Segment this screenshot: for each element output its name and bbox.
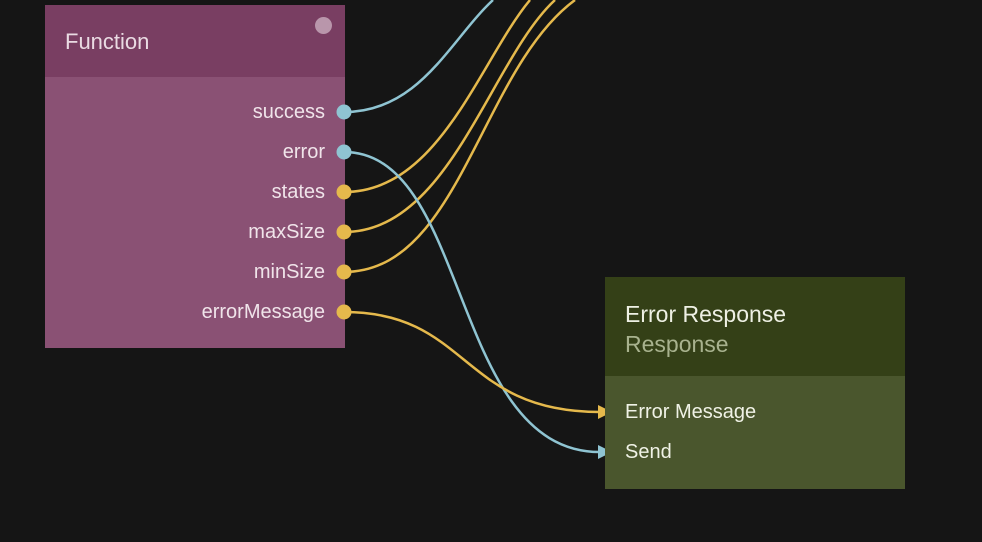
error-response-node-header[interactable]: Error Response Response [605,277,905,376]
wire-minSize[interactable] [343,0,576,274]
function-node[interactable]: Function success error states maxSize mi… [45,5,345,348]
wire-states[interactable] [343,0,531,194]
output-port-label: error [282,141,325,163]
output-port-minSize[interactable]: minSize [65,258,325,286]
output-port-states[interactable]: states [65,178,325,206]
input-port-label: Send [625,441,672,463]
error-response-node[interactable]: Error Response Response Error Message Se… [605,277,905,489]
wire-maxSize[interactable] [343,0,556,234]
output-port-label: success [252,101,325,123]
input-port-label: Error Message [625,401,757,423]
input-port-error-message[interactable]: Error Message [625,398,885,426]
node-status-icon [315,17,332,34]
output-port-label: errorMessage [201,301,325,323]
function-node-header[interactable]: Function [45,5,345,77]
output-port-label: minSize [253,261,325,283]
output-port-success[interactable]: success [65,98,325,126]
input-port-send[interactable]: Send [625,438,885,466]
wire-errorMessage-input[interactable] [343,310,601,414]
output-port-errorMessage[interactable]: errorMessage [65,298,325,326]
output-port-error[interactable]: error [65,138,325,166]
function-node-title: Function [65,29,150,54]
output-port-label: maxSize [248,221,325,243]
error-response-node-title: Error Response [625,301,787,327]
wire-success[interactable] [343,0,494,114]
wire-error-send[interactable] [343,150,601,454]
output-port-label: states [271,181,325,203]
output-port-maxSize[interactable]: maxSize [65,218,325,246]
error-response-node-type: Response [625,331,729,357]
